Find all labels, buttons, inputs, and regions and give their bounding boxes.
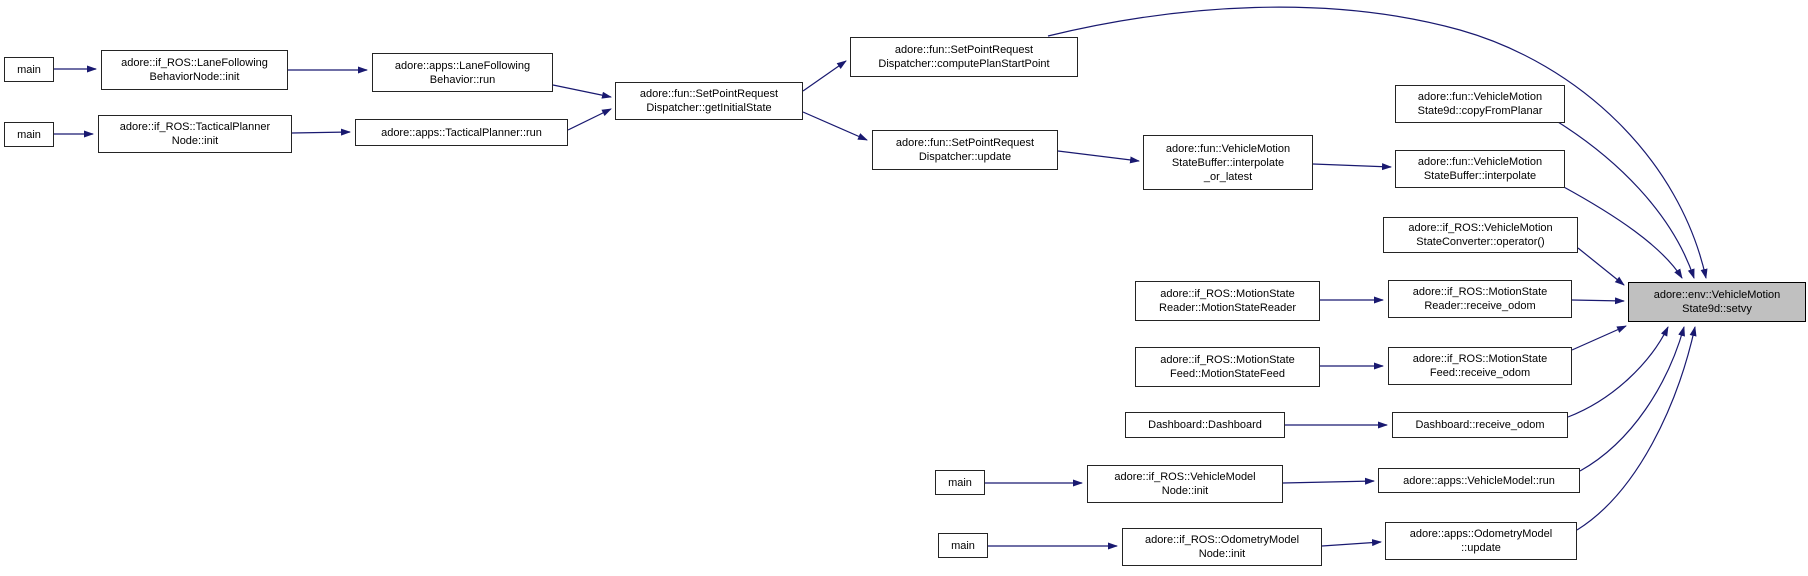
node-label-line: State9d::setvy — [1682, 303, 1752, 315]
node-vehicle-model-run[interactable]: adore::apps::VehicleModel::run — [1378, 468, 1580, 493]
node-label-line: adore::fun::VehicleMotion — [1165, 142, 1291, 155]
edge-state-converter-operator-to-setvy — [1577, 247, 1625, 286]
node-label-line: adore::if_ROS::MotionState — [1412, 353, 1548, 365]
node-label-line: Dispatcher::getInitialState — [646, 102, 772, 114]
node-tactical-run[interactable]: adore::apps::TacticalPlanner::run — [355, 119, 568, 146]
edge-feed-receive-odom-to-setvy — [1571, 325, 1627, 351]
node-label-line: adore::if_ROS::VehicleModel — [1114, 471, 1256, 483]
node-label-line: Reader::receive_odom — [1424, 300, 1536, 312]
node-label-line: main — [17, 128, 41, 141]
node-label-line: Reader::MotionStateReader — [1159, 302, 1296, 314]
node-label-line: Dispatcher::computePlanStartPoint — [878, 58, 1050, 70]
node-label-line: adore::if_ROS::OdometryModel — [1144, 534, 1300, 546]
edge-vehicle-model-run-to-setvy — [1579, 326, 1685, 472]
node-label-line: ::update — [1461, 542, 1501, 554]
node-label-line: adore::if_ROS::LaneFollowing — [121, 57, 268, 69]
node-label-line: Feed::receive_odom — [1429, 367, 1531, 379]
node-label-line: Feed::MotionStateFeed — [1170, 368, 1285, 380]
edge-dispatcher-update-to-interpolate-or-latest — [1057, 150, 1140, 164]
node-label-line: adore::apps::VehicleModel::run — [1403, 474, 1555, 487]
node-label-line: adore::fun::VehicleMotion — [1417, 91, 1543, 103]
node-label-line: adore::fun::VehicleMotion — [1417, 156, 1543, 168]
edge-odometry-model-node-init-to-odometry-model-update — [1321, 539, 1382, 547]
node-label-line: adore::apps::LaneFollowing — [394, 59, 531, 72]
edge-compute-plan-start-point-to-setvy — [1047, 6, 1708, 279]
edge-odometry-model-update-to-setvy — [1576, 326, 1697, 531]
edge-dashboard-receive-odom-to-setvy — [1567, 326, 1669, 418]
node-label-line: adore::apps::TacticalPlanner::run — [381, 126, 542, 139]
node-label-line: Dispatcher::update — [918, 151, 1012, 163]
node-label-line: main — [951, 539, 975, 552]
edge-interpolate-to-setvy — [1561, 185, 1683, 279]
node-label-line: State9d::copyFromPlanar — [1417, 105, 1543, 117]
edge-tactical-run-to-get-initial-state — [567, 108, 612, 131]
node-main2[interactable]: main — [4, 122, 54, 147]
node-label-line: adore::fun::SetPointRequest — [894, 44, 1034, 56]
node-dashboard-ctor[interactable]: Dashboard::Dashboard — [1125, 412, 1285, 438]
edge-lane-behavior-run-to-get-initial-state — [552, 84, 612, 99]
node-label-line: BehaviorNode::init — [149, 71, 240, 83]
node-label-line: main — [17, 63, 41, 76]
node-odometry-model-update[interactable]: adore::apps::OdometryModel::update — [1385, 522, 1577, 560]
node-label-line: _or_latest — [1203, 170, 1253, 183]
node-label-line: adore::fun::SetPointRequest — [639, 88, 779, 100]
node-main3[interactable]: main — [935, 470, 985, 495]
node-label-line: adore::env::VehicleMotion — [1653, 289, 1781, 301]
node-dashboard-receive-odom[interactable]: Dashboard::receive_odom — [1392, 412, 1568, 438]
node-label-line: StateBuffer::interpolate — [1423, 170, 1537, 182]
node-label-line: Dashboard::Dashboard — [1148, 419, 1262, 431]
node-label-line: adore::fun::SetPointRequest — [895, 137, 1035, 149]
node-label-line: Node::init — [1161, 485, 1209, 497]
node-label-line: Behavior::run — [429, 73, 496, 86]
node-label-line: adore::if_ROS::MotionState — [1160, 288, 1295, 300]
node-label-line: adore::if_ROS::TacticalPlanner — [119, 121, 271, 133]
node-label-line: Dashboard::receive_odom — [1415, 419, 1545, 431]
node-main4[interactable]: main — [938, 533, 988, 558]
edge-vehicle-model-node-init-to-vehicle-model-run — [1282, 477, 1375, 485]
node-label-line: main — [948, 476, 972, 489]
edge-tactical-node-init-to-tactical-run — [291, 128, 351, 136]
edge-reader-receive-odom-to-setvy — [1571, 297, 1625, 305]
node-label-line: StateConverter::operator() — [1416, 236, 1545, 248]
edge-get-initial-state-to-compute-plan-start-point — [802, 60, 847, 92]
node-main1[interactable]: main — [4, 57, 54, 82]
node-label-line: adore::apps::OdometryModel — [1409, 528, 1553, 540]
node-label-line: Node::init — [1198, 548, 1246, 560]
edge-interpolate-or-latest-to-interpolate — [1312, 163, 1392, 171]
node-label-line: adore::if_ROS::VehicleMotion — [1408, 222, 1553, 234]
edge-get-initial-state-to-dispatcher-update — [802, 111, 868, 141]
node-label-line: StateBuffer::interpolate — [1171, 156, 1285, 169]
node-label-line: adore::if_ROS::MotionState — [1160, 354, 1295, 366]
node-label-line: adore::if_ROS::MotionState — [1412, 286, 1548, 298]
node-label-line: Node::init — [171, 135, 219, 147]
edge-copy-from-planar-to-setvy — [1557, 121, 1695, 279]
